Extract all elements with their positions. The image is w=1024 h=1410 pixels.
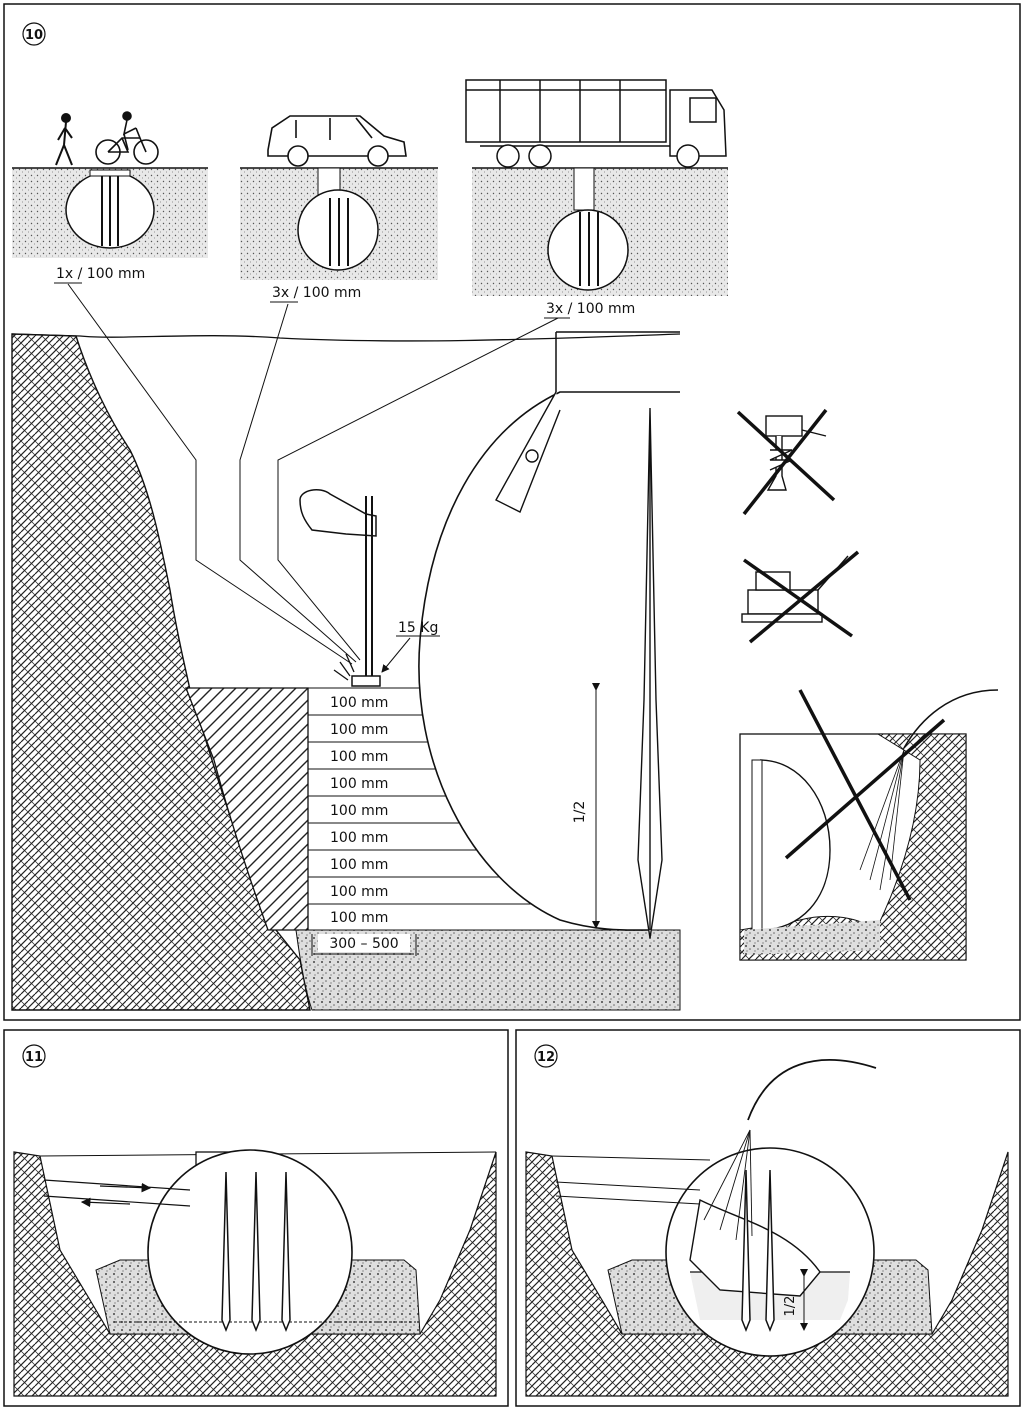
tank-cross-section: 1/2 (418, 331, 680, 939)
load-label-pedestrian: 1x / 100 mm (56, 266, 145, 282)
layer-label-9: 100 mm (330, 910, 388, 926)
figure-10: 10 (3, 3, 1021, 1021)
figure-10-frame (3, 3, 1021, 1021)
forbidden-water-flushing (739, 689, 999, 961)
figure-12-frame (515, 1029, 1021, 1407)
figure-12: 12 1/2 (515, 1029, 1021, 1407)
leader-lines (67, 283, 559, 665)
figure-12-number: 12 (537, 1050, 555, 1065)
base-width-dimension: 300 – 500 (311, 934, 417, 956)
half-height-dimension: 1/2 (572, 683, 600, 929)
half-height-label: 1/2 (572, 801, 588, 824)
tamper-weight-label: 15 Kg (398, 620, 438, 636)
ground-line (11, 333, 681, 342)
figure-10-number: 10 (25, 28, 43, 43)
car-icon (267, 115, 407, 167)
layer-label-2: 100 mm (330, 722, 388, 738)
hand-tamper: 15 Kg (299, 488, 440, 687)
backfill-layers: 100 mm 100 mm 100 mm 100 mm 100 mm 100 m… (185, 687, 596, 931)
bicycle-icon (95, 111, 159, 165)
load-case-car: 3x / 100 mm (240, 115, 438, 303)
layer-label-3: 100 mm (330, 749, 388, 765)
load-label-truck: 3x / 100 mm (546, 301, 635, 317)
layer-label-4: 100 mm (330, 776, 388, 792)
base-width-label: 300 – 500 (329, 936, 398, 952)
forbidden-rammer (736, 408, 836, 516)
load-label-car: 3x / 100 mm (272, 285, 361, 301)
forbidden-plate-compactor (741, 550, 860, 644)
layer-label-8: 100 mm (330, 884, 388, 900)
fig12-half-label: 1/2 (783, 1296, 798, 1317)
layer-label-6: 100 mm (330, 830, 388, 846)
pedestrian-icon (55, 113, 73, 166)
figure-11: 11 (3, 1029, 509, 1407)
fig12-half-dimension: 1/2 (783, 1269, 808, 1331)
figure-11-frame (3, 1029, 509, 1407)
pipe-arrows (43, 1179, 191, 1208)
layer-label-7: 100 mm (330, 857, 388, 873)
layer-label-5: 100 mm (330, 803, 388, 819)
figure-10-number-badge: 10 (22, 22, 46, 46)
truck-icon (465, 79, 727, 168)
load-case-pedestrian: 1x / 100 mm (12, 111, 208, 284)
load-case-truck: 3x / 100 mm (465, 79, 728, 319)
figure-11-number: 11 (25, 1050, 43, 1065)
anchor-strap (637, 407, 663, 939)
layer-label-1: 100 mm (330, 695, 388, 711)
